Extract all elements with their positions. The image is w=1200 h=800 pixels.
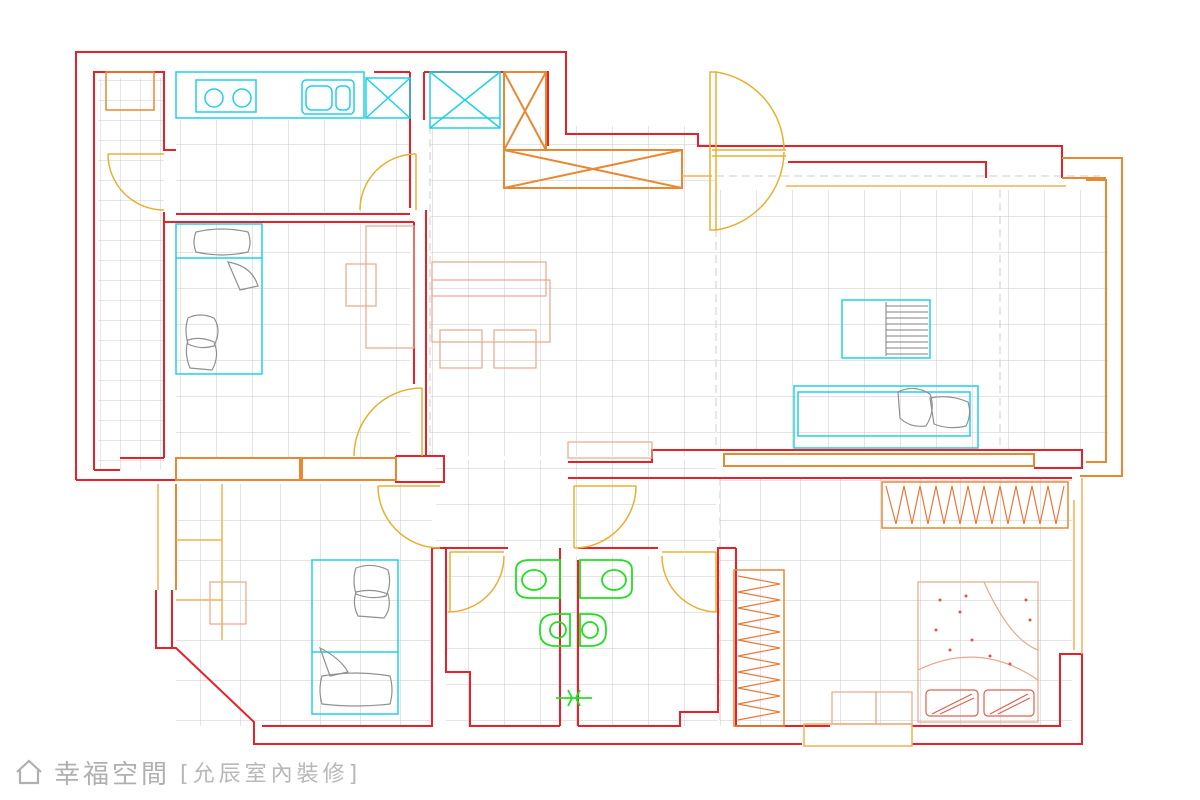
designer-credit: [允辰室內裝修] <box>180 762 362 787</box>
furniture <box>105 71 1039 725</box>
bed-pillows <box>185 228 971 707</box>
trim-lines <box>157 175 1083 747</box>
doors <box>107 71 786 613</box>
brand-name: 幸福空間 <box>54 759 171 790</box>
coffee-table-hatch <box>885 302 928 356</box>
house-logo-icon <box>16 759 42 785</box>
kitchen-counter <box>175 71 501 129</box>
floor-tiles <box>98 78 1108 726</box>
wardrobe-top <box>881 481 1069 529</box>
dashed-guides <box>429 126 1100 720</box>
beds <box>175 223 979 715</box>
exterior-walls <box>75 51 1083 745</box>
master-bed-pillows <box>925 689 1035 717</box>
watermark: 幸福空間 [允辰室內裝修] <box>14 754 361 790</box>
partition-walls <box>175 71 1123 590</box>
sanitary-fixtures <box>515 559 633 707</box>
wardrobe-side <box>733 569 785 727</box>
bed-pattern <box>934 594 1032 666</box>
